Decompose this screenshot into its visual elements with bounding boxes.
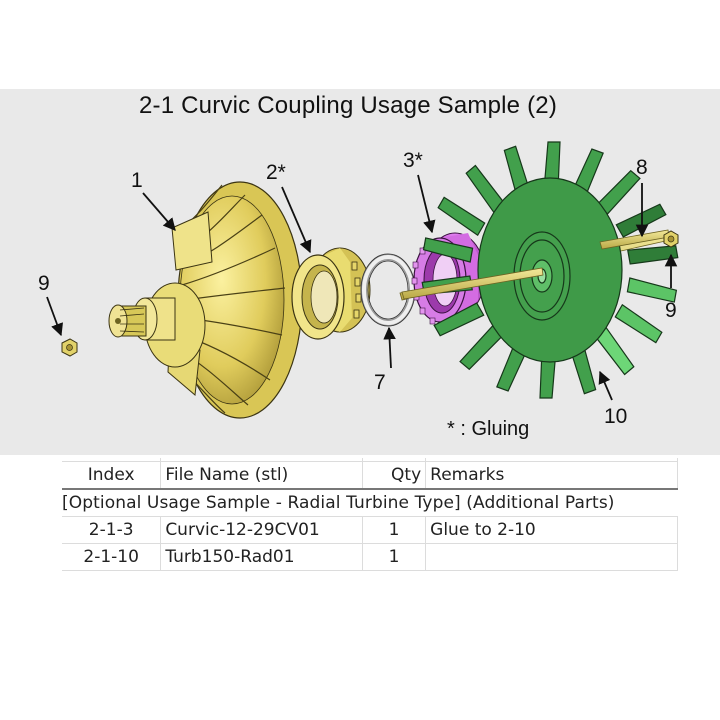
table-section-row: [Optional Usage Sample - Radial Turbine … (62, 489, 678, 517)
callout-label-3: 3* (403, 149, 423, 172)
parts-table: Index File Name (stl) Qty Remarks [Optio… (62, 458, 678, 571)
gluing-legend-note: * : Gluing (447, 418, 530, 440)
table-header-row: Index File Name (stl) Qty Remarks (62, 461, 678, 490)
callout-label-2: 2* (266, 161, 286, 184)
callout-label-9-right: 9 (665, 299, 677, 322)
table-top-spacer (62, 458, 678, 462)
header-file-name: File Name (stl) (160, 461, 363, 490)
table-row: 2-1-10 Turb150-Rad01 1 (62, 543, 678, 571)
callout-label-7: 7 (374, 371, 386, 394)
header-index: Index (62, 461, 162, 490)
nut-right-part (663, 230, 679, 248)
header-remarks: Remarks (425, 461, 678, 490)
title-text: 2-1 Curvic Coupling Usage Sample (2) (138, 92, 558, 119)
curvic-ring-2-part (291, 247, 371, 340)
header-qty: Qty (362, 461, 427, 490)
cell-qty: 1 (362, 543, 427, 571)
cell-file-name: Turb150-Rad01 (160, 543, 363, 571)
callout-label-9-left: 9 (38, 272, 50, 295)
cell-remarks: Glue to 2-10 (425, 516, 678, 544)
table-row: 2-1-3 Curvic-12-29CV01 1 Glue to 2-10 (62, 516, 678, 544)
cell-remarks (425, 543, 678, 571)
page-title: 2-1 Curvic Coupling Usage Sample (2) (0, 92, 720, 120)
cell-qty: 1 (362, 516, 427, 544)
nut-left-part (61, 338, 78, 357)
callout-arrows (46, 174, 678, 401)
callout-label-8: 8 (636, 156, 648, 179)
compressor-impeller-part (108, 181, 303, 419)
cell-index: 2-1-10 (62, 543, 162, 571)
callout-label-10: 10 (604, 405, 628, 428)
section-label: [Optional Usage Sample - Radial Turbine … (62, 489, 678, 517)
cell-file-name: Curvic-12-29CV01 (160, 516, 363, 544)
exploded-diagram (46, 141, 679, 419)
callout-label-1: 1 (131, 169, 143, 192)
cell-index: 2-1-3 (62, 516, 162, 544)
turbine-wheel-10-part (401, 141, 679, 399)
